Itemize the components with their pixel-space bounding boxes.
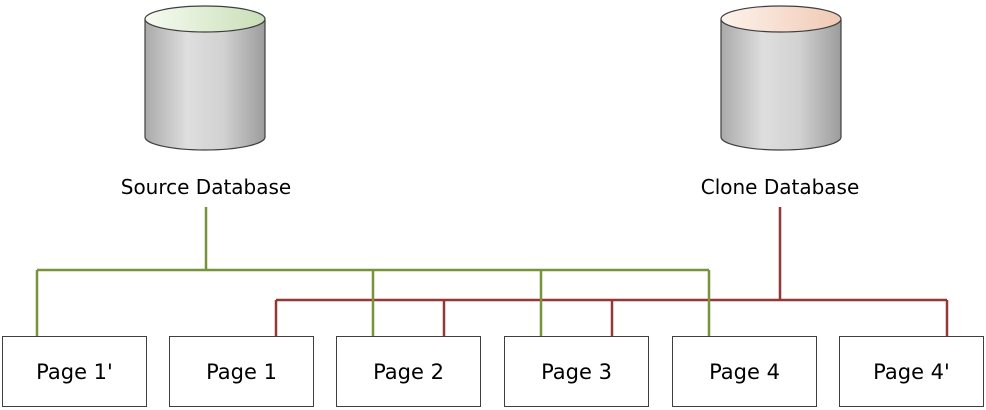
- clone-database-label: Clone Database: [700, 175, 860, 199]
- source-database-label: Source Database: [120, 175, 292, 199]
- clone-database-icon: [720, 5, 842, 151]
- source-database-icon: [144, 5, 266, 151]
- clone-database-connectors: [274, 207, 949, 336]
- page-box-page-4: Page 4: [672, 336, 817, 407]
- page-box-page-4-prime: Page 4': [839, 336, 984, 407]
- page-box-page-1-prime: Page 1': [2, 336, 147, 407]
- page-box-page-1: Page 1: [169, 336, 314, 407]
- page-box-page-2: Page 2: [336, 336, 481, 407]
- page-box-page-3: Page 3: [504, 336, 649, 407]
- source-database-connectors: [35, 207, 711, 336]
